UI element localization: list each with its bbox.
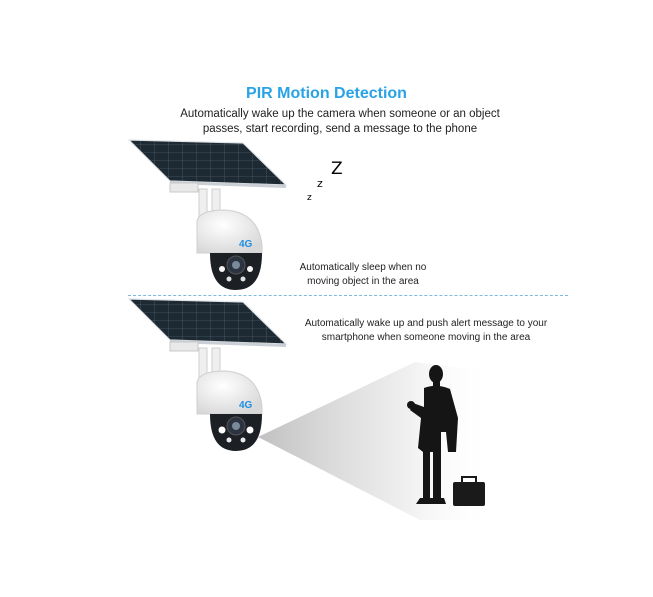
- solar-panel-bottom: [127, 298, 288, 347]
- subtitle-line-1: Automatically wake up the camera when so…: [180, 108, 500, 120]
- subtitle-line-2: passes, start recording, send a message …: [202, 123, 478, 135]
- scene-divider: [128, 295, 568, 296]
- sleep-z-small: z: [307, 193, 312, 203]
- sleep-caption-line-1: Automatically sleep when no: [299, 262, 427, 273]
- sleep-z-medium: z: [317, 177, 323, 190]
- solar-panel-top: [127, 139, 288, 188]
- camera-badge-top: 4G: [239, 239, 253, 250]
- camera-top: [169, 182, 263, 290]
- person-silhouette: [407, 365, 458, 504]
- sleep-caption: Automatically sleep when no moving objec…: [278, 261, 448, 289]
- sleep-z-large: Z: [331, 159, 343, 179]
- camera-badge-bottom: 4G: [239, 400, 253, 411]
- wake-caption-line-1: Automatically wake up and push alert mes…: [304, 318, 548, 329]
- sleep-caption-line-2: moving object in the area: [307, 276, 419, 287]
- page-title: PIR Motion Detection: [246, 85, 407, 102]
- camera-bottom: [169, 341, 263, 451]
- wake-caption: Automatically wake up and push alert mes…: [286, 317, 566, 345]
- wake-caption-line-2: smartphone when someone moving in the ar…: [321, 332, 531, 343]
- page-subtitle: Automatically wake up the camera when so…: [140, 107, 540, 137]
- briefcase: [453, 476, 485, 506]
